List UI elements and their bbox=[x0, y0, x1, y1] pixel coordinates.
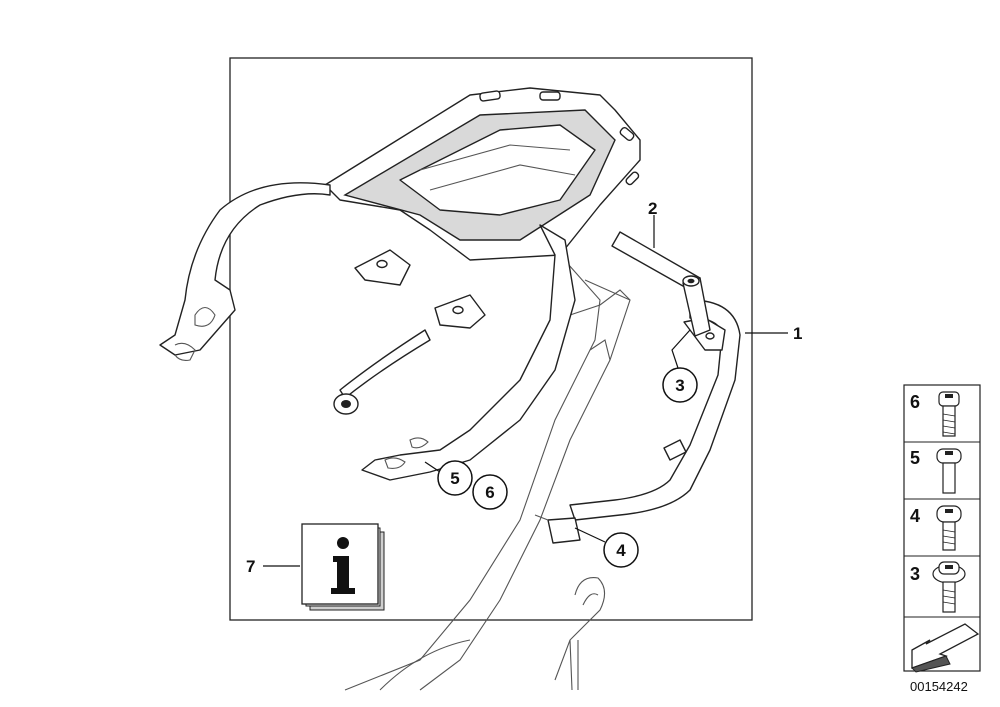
legend-label-5: 5 bbox=[910, 448, 920, 468]
spacer-sleeve bbox=[534, 514, 581, 544]
callout-3-label: 3 bbox=[675, 376, 684, 395]
callout-3: 3 bbox=[662, 367, 698, 403]
bolt-icon bbox=[936, 505, 962, 551]
callout-6: 6 bbox=[472, 474, 508, 510]
bolt-icon bbox=[938, 391, 960, 437]
callout-7: 7 bbox=[246, 557, 255, 576]
direction-arrow-icon bbox=[911, 623, 980, 673]
callout-6-label: 6 bbox=[485, 483, 494, 502]
callout-2-label: 2 bbox=[648, 199, 657, 218]
callout-4-label: 4 bbox=[616, 541, 626, 560]
motorcycle-frame-outline bbox=[344, 254, 631, 691]
strap bbox=[333, 329, 431, 415]
bolt-icon bbox=[936, 448, 962, 494]
callout-1: 1 bbox=[793, 324, 802, 343]
luggage-rack bbox=[159, 87, 641, 481]
fastener-legend: 6 5 4 bbox=[903, 384, 981, 673]
callout-1-label: 1 bbox=[793, 324, 802, 343]
document-number: 00154242 bbox=[910, 679, 968, 694]
legend-label-6: 6 bbox=[910, 392, 920, 412]
leader-lines bbox=[263, 215, 788, 567]
legend-item-5: 5 bbox=[910, 448, 962, 494]
legend-item-4: 4 bbox=[910, 505, 962, 551]
legend-label-3: 3 bbox=[910, 564, 920, 584]
legend-item-3: 3 bbox=[910, 561, 966, 613]
info-book-icon bbox=[301, 523, 385, 611]
upright-bolt bbox=[682, 275, 711, 337]
callout-5-label: 5 bbox=[450, 469, 459, 488]
diagram-frame bbox=[229, 57, 753, 621]
collar-bolt-icon bbox=[932, 561, 966, 613]
legend-label-4: 4 bbox=[910, 506, 920, 526]
callout-4: 4 bbox=[603, 532, 639, 568]
legend-item-6: 6 bbox=[910, 391, 960, 437]
callout-5: 5 bbox=[437, 460, 473, 496]
callout-2: 2 bbox=[648, 199, 657, 218]
callout-7-label: 7 bbox=[246, 557, 255, 576]
